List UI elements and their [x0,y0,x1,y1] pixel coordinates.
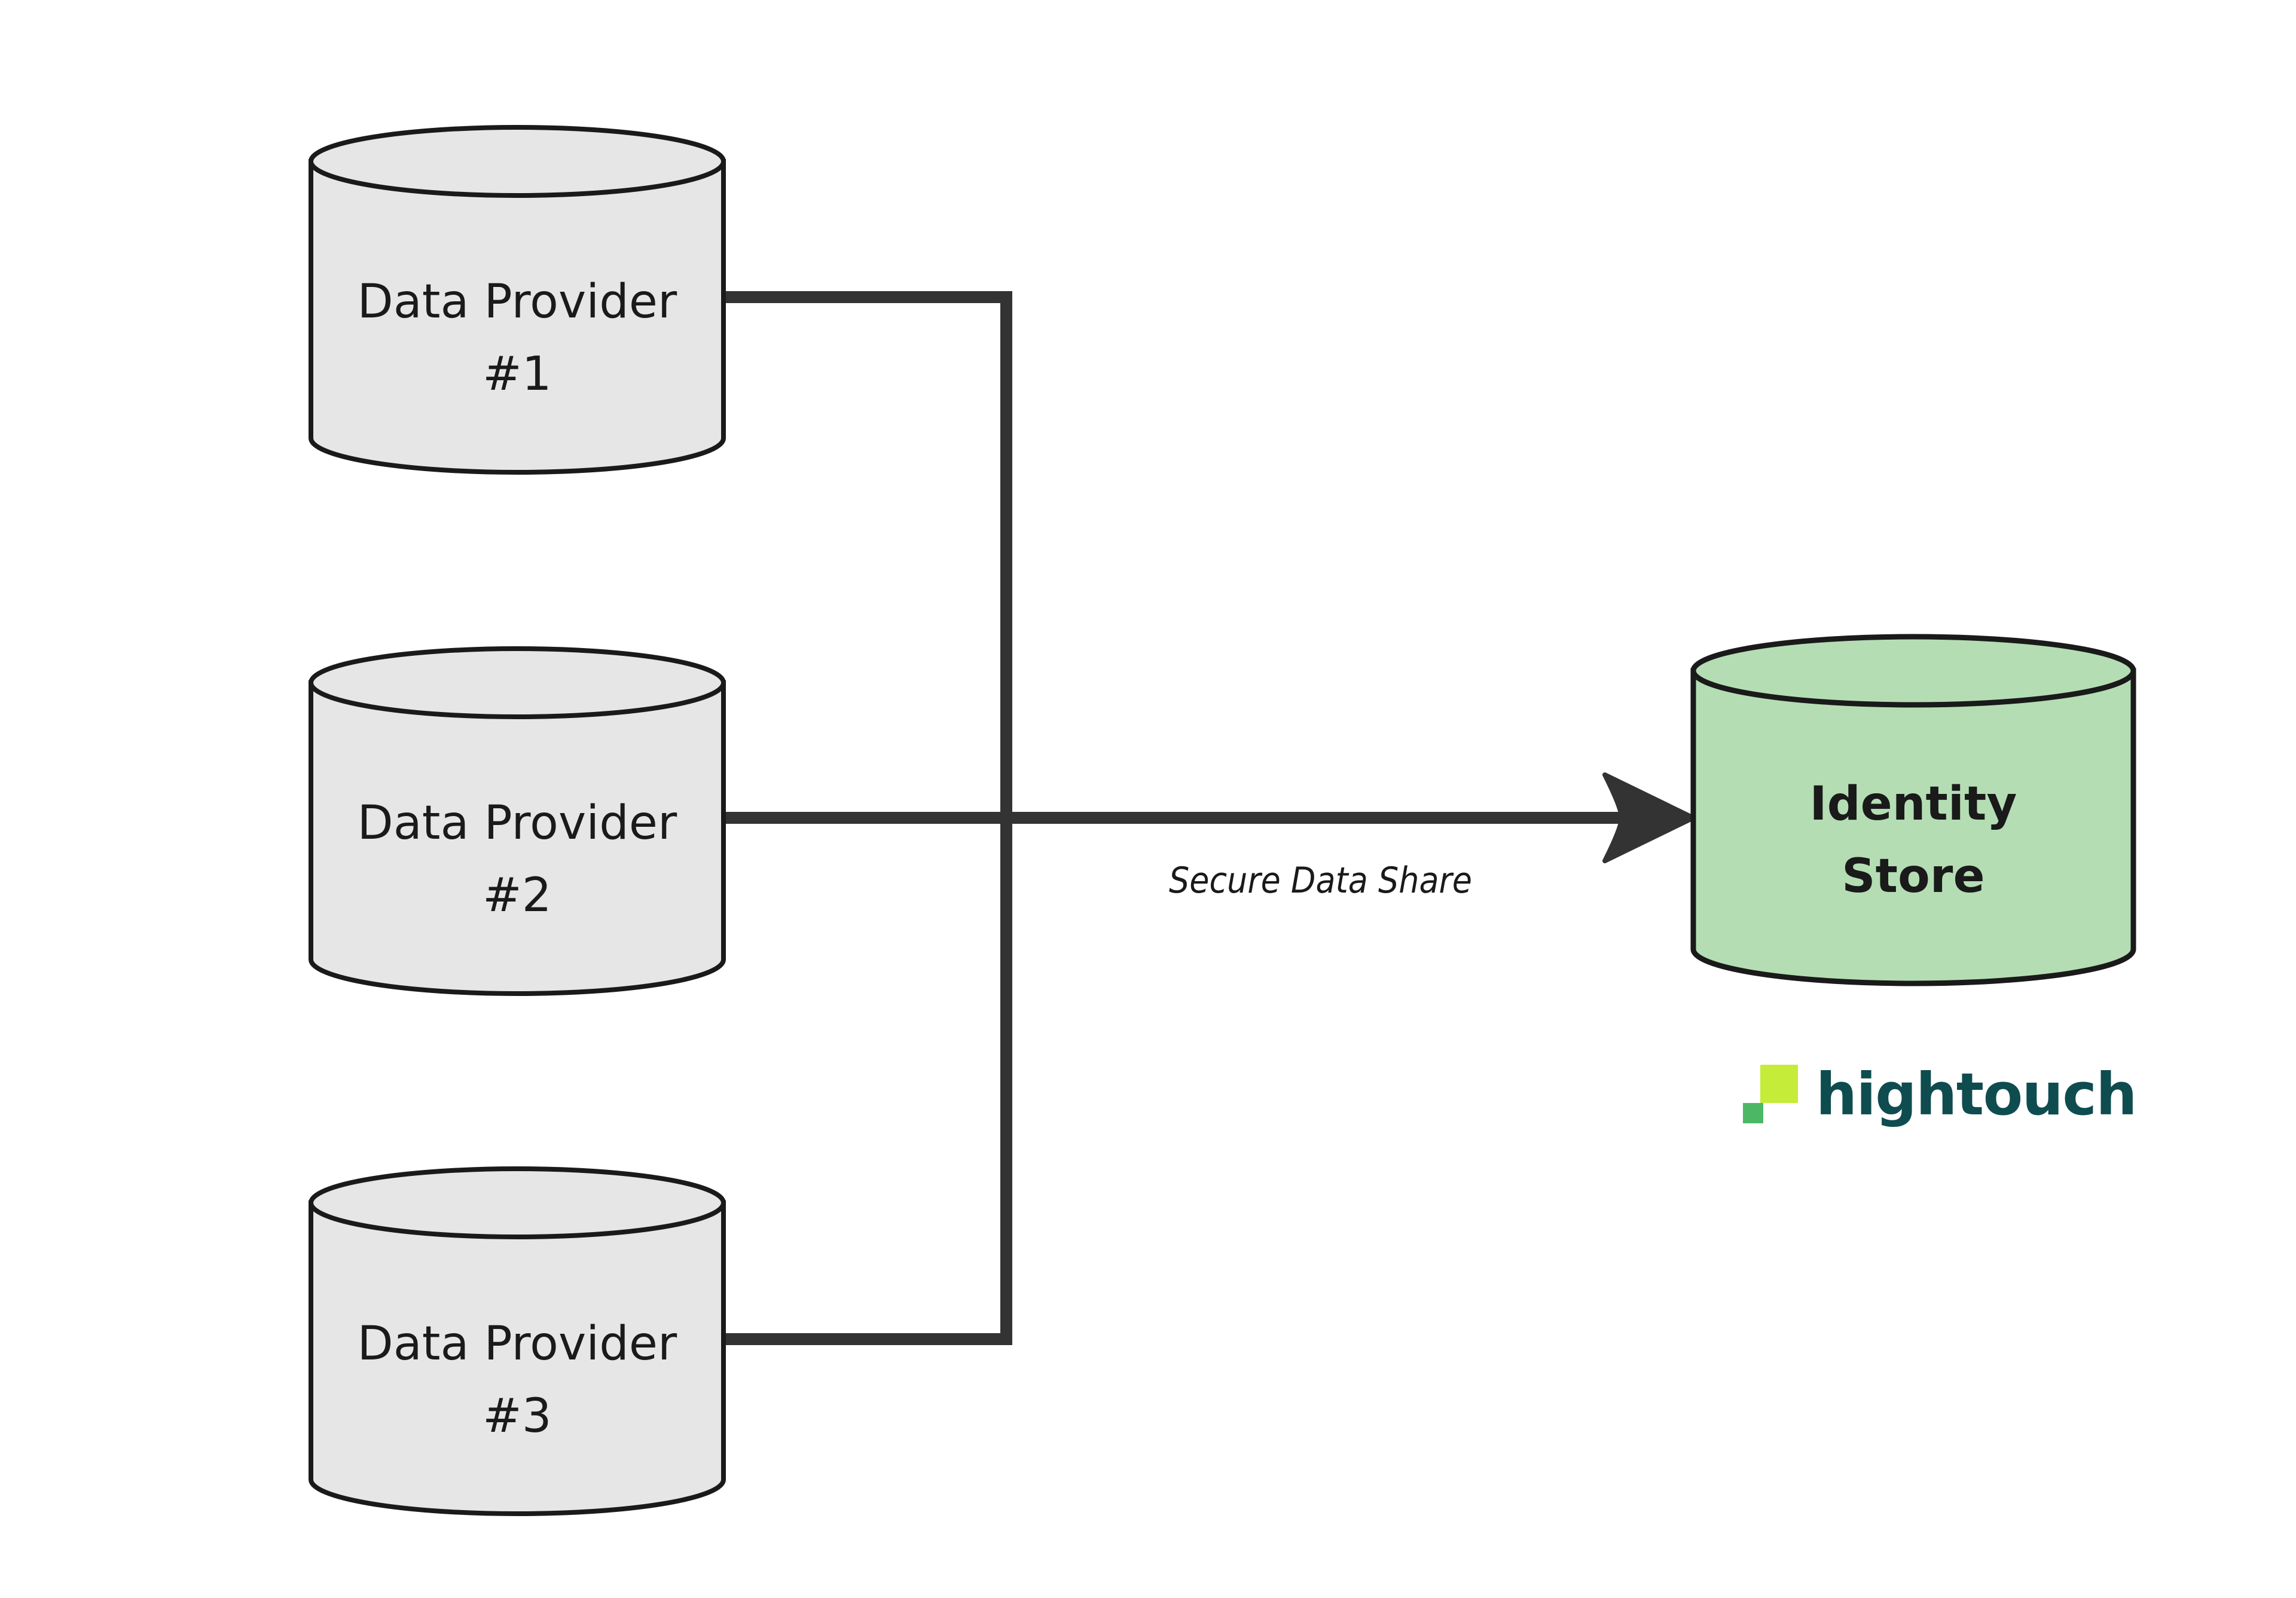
identity-store-shape[interactable] [1690,634,2136,986]
connector-group [720,291,1650,1345]
logo-square-lime-icon [1760,1065,1798,1103]
logo-square-green-icon [1743,1103,1763,1123]
data-provider-3-shape[interactable] [309,1166,726,1516]
hightouch-logo: hightouch [1743,1058,2137,1130]
data-provider-2-shape[interactable] [309,646,726,996]
hightouch-mark-icon [1743,1065,1798,1123]
hightouch-wordmark: hightouch [1816,1060,2137,1128]
secure-data-share-label: Secure Data Share [1169,860,1472,902]
data-provider-1-shape[interactable] [309,125,726,475]
arrowhead-icon [1602,772,1696,863]
